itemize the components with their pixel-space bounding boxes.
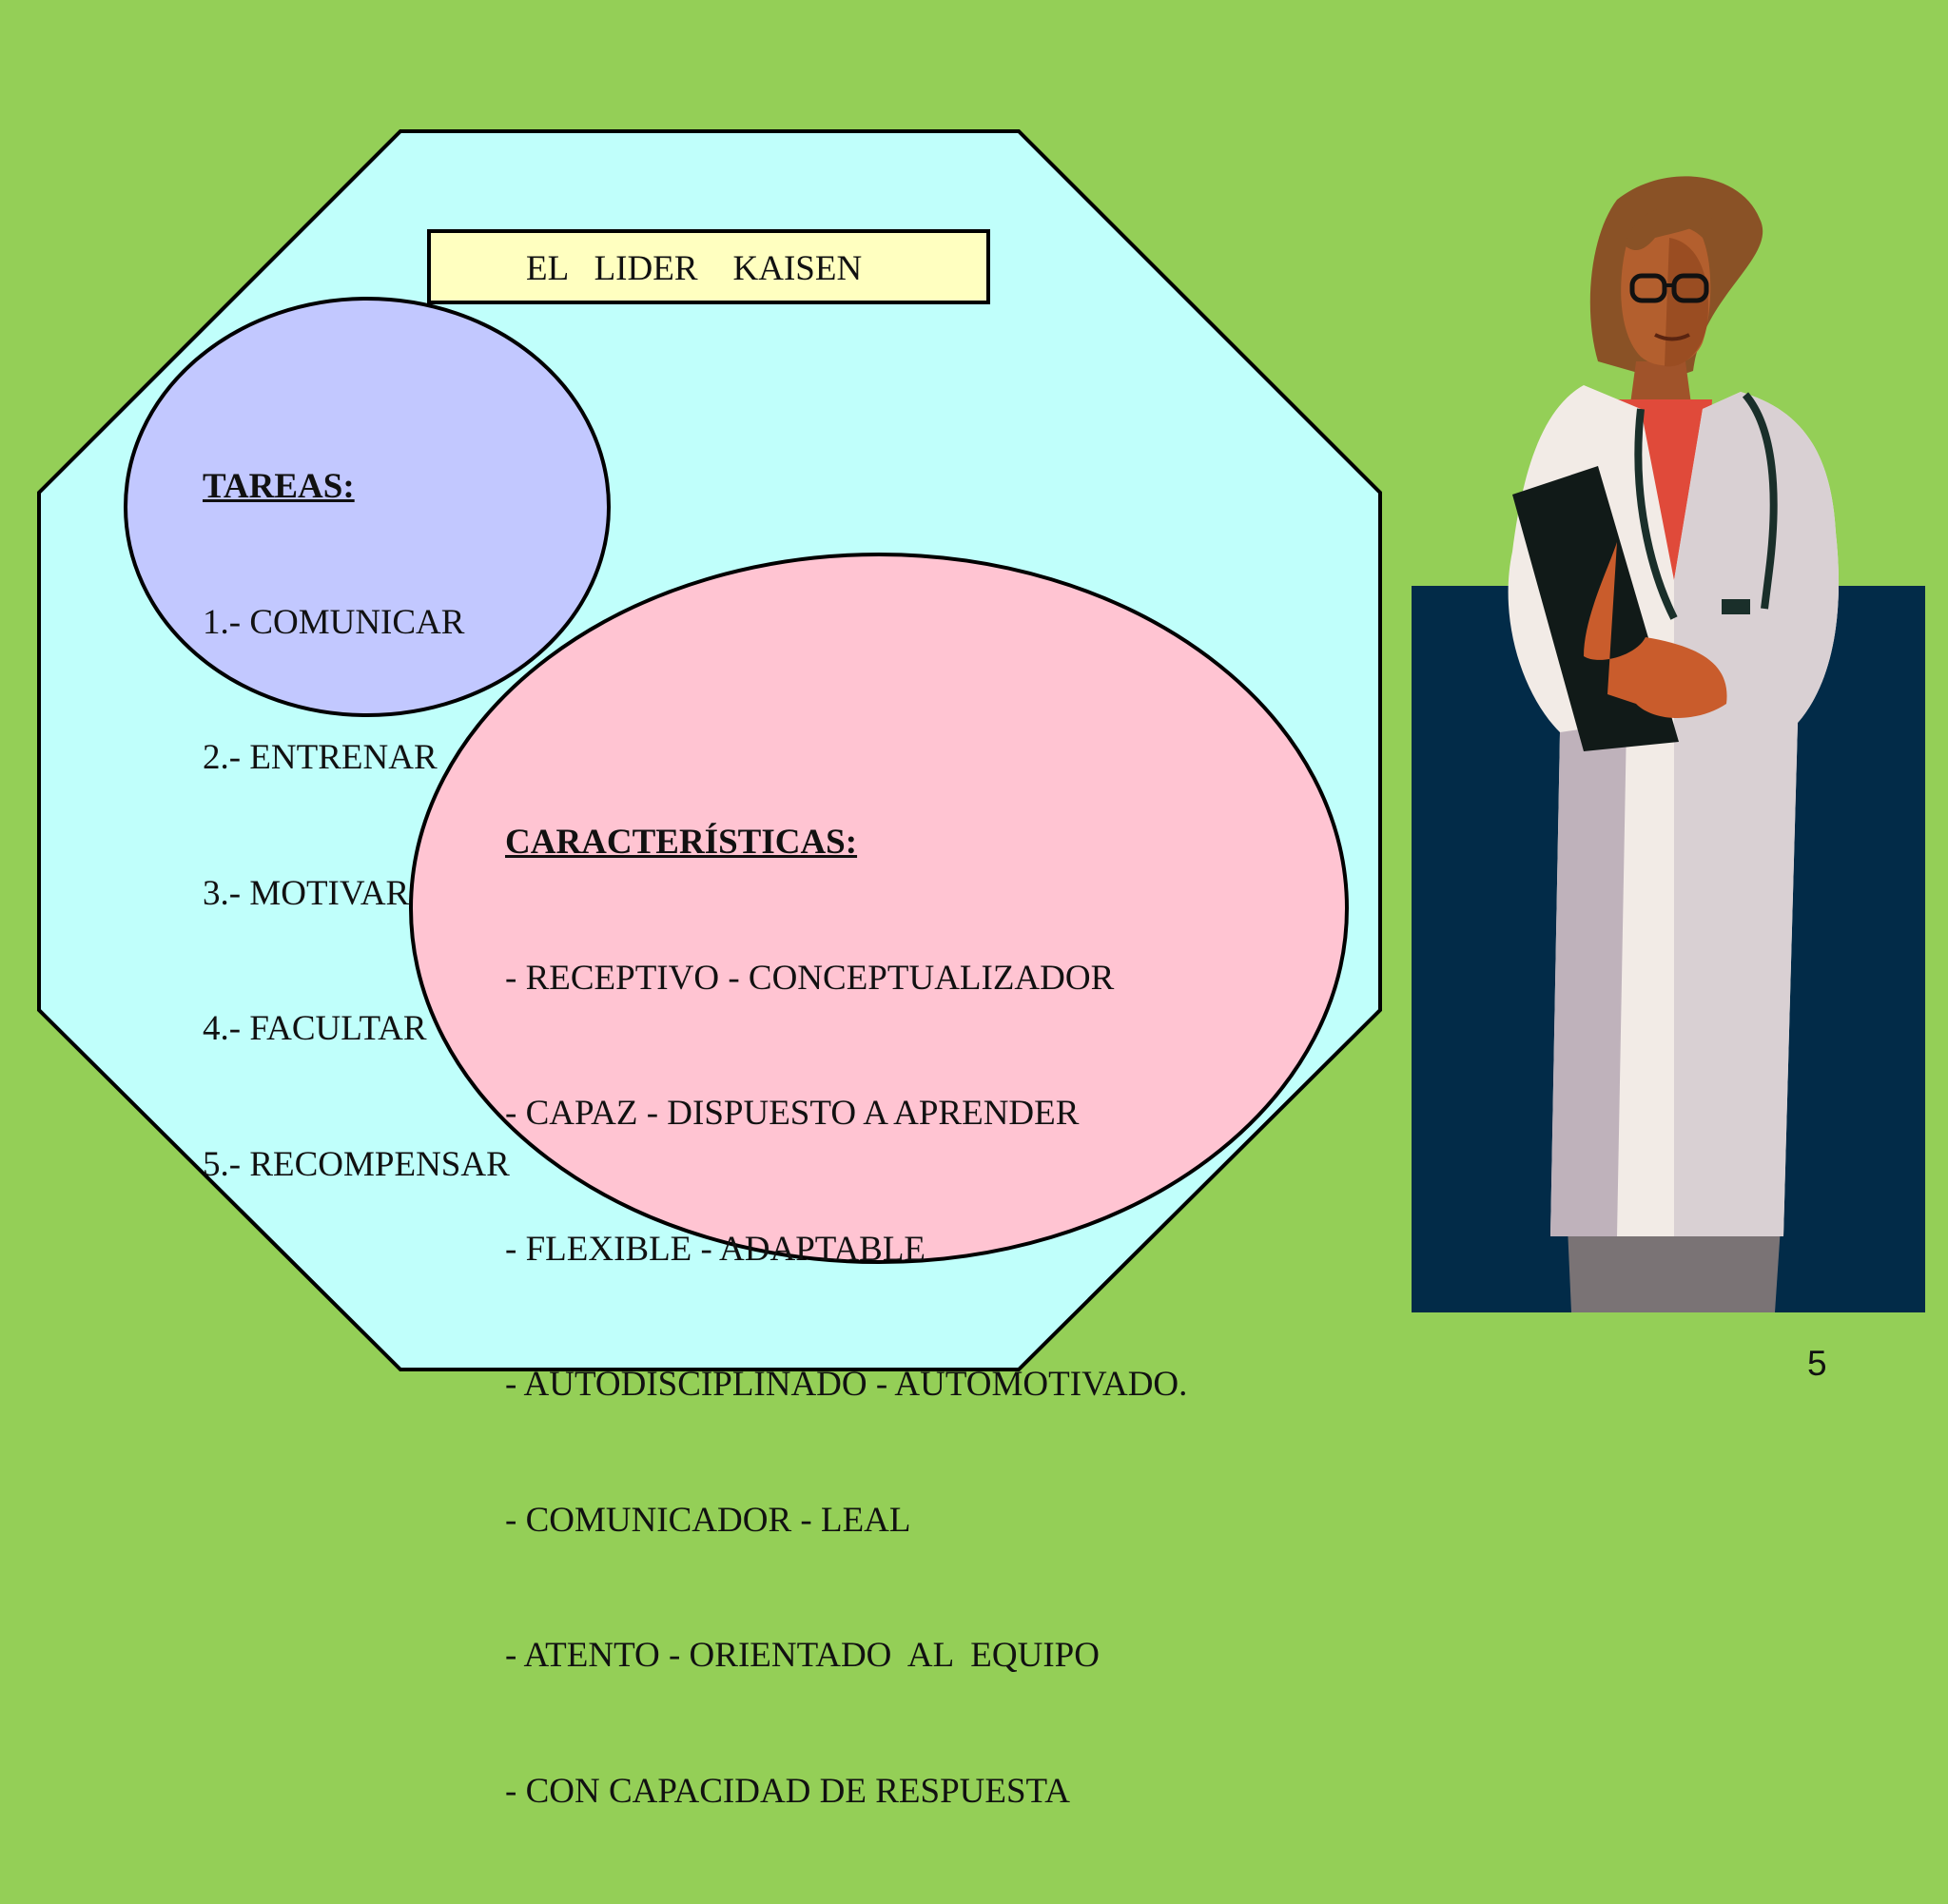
tareas-ellipse [124, 297, 611, 717]
caracteristicas-heading: CARACTERÍSTICAS: [505, 823, 858, 862]
tareas-item: 1.- COMUNICAR [203, 602, 465, 642]
caracteristicas-item: - COMUNICADOR - LEAL [505, 1500, 911, 1540]
tareas-list: TAREAS: 1.- COMUNICAR 2.- ENTRENAR 3.- M… [203, 374, 510, 1277]
tareas-item: 5.- RECOMPENSAR [203, 1144, 510, 1184]
title-box: EL LIDER KAISEN [427, 229, 990, 304]
caracteristicas-ellipse [409, 553, 1349, 1264]
slide: EL LIDER KAISEN TAREAS: 1.- COMUNICAR 2.… [37, 129, 1925, 1811]
caracteristicas-item: - AUTODISCIPLINADO - AUTOMOTIVADO. [505, 1365, 1188, 1404]
page-number: 5 [1807, 1344, 1827, 1383]
tareas-heading: TAREAS: [203, 467, 355, 506]
tareas-item: 4.- FACULTAR [203, 1009, 427, 1048]
diagram-shapes [37, 129, 1382, 1371]
tareas-item: 3.- MOTIVAR [203, 873, 410, 913]
caracteristicas-item: - CAPAZ - DISPUESTO A APRENDER [505, 1094, 1080, 1133]
tareas-item: 2.- ENTRENAR [203, 738, 438, 777]
doctor-with-clipboard-icon [1412, 176, 1925, 1312]
caracteristicas-item: - ATENTO - ORIENTADO AL EQUIPO [505, 1636, 1100, 1675]
caracteristicas-item: - RECEPTIVO - CONCEPTUALIZADOR [505, 958, 1115, 998]
caracteristicas-item: - CON CAPACIDAD DE RESPUESTA [505, 1771, 1070, 1811]
caracteristicas-item: - FLEXIBLE - ADAPTABLE [505, 1229, 926, 1269]
slide-title: EL LIDER KAISEN [526, 249, 863, 288]
